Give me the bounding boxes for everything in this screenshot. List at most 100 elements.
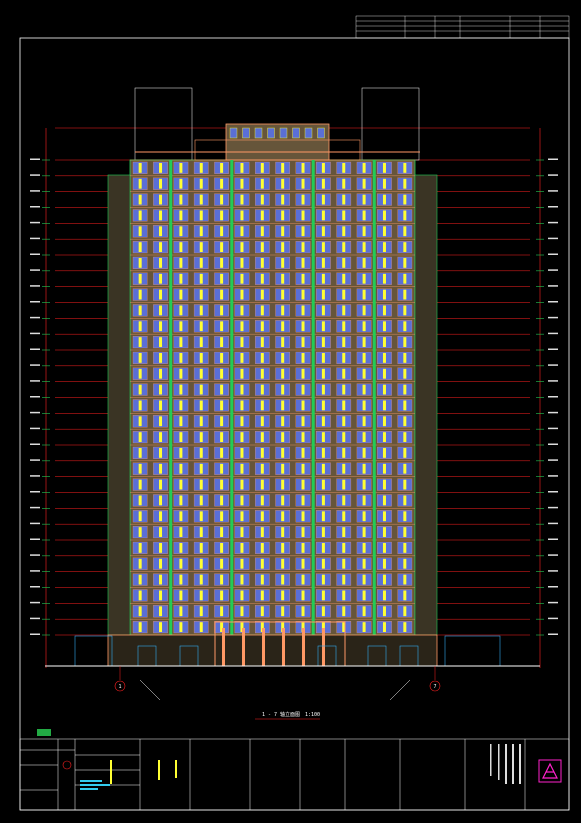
window-mullion: [301, 432, 305, 442]
window-mullion: [240, 479, 244, 490]
window-mullion: [342, 511, 346, 522]
window-mullion: [301, 368, 305, 379]
window-mullion: [321, 368, 325, 379]
window-mullion: [138, 543, 142, 553]
window-mullion: [382, 384, 386, 395]
window-mullion: [159, 448, 163, 458]
title-block-mark: [62, 760, 72, 770]
window-mullion: [321, 178, 325, 189]
window-mullion: [138, 273, 142, 284]
window-mullion: [403, 416, 407, 427]
window-mullion: [321, 432, 325, 442]
window-mullion: [281, 353, 285, 363]
level-label-right: [548, 269, 558, 271]
window-mullion: [382, 368, 386, 379]
window-mullion: [138, 258, 142, 268]
window-mullion: [342, 416, 346, 427]
level-label-right: [548, 601, 558, 604]
window-mullion: [382, 194, 386, 205]
window-mullion: [260, 463, 264, 474]
window-mullion: [159, 384, 163, 395]
window-mullion: [220, 416, 224, 427]
window-mullion: [403, 194, 407, 205]
window-mullion: [220, 463, 224, 474]
window-mullion: [159, 305, 163, 316]
level-label-left: [30, 538, 40, 540]
window-mullion: [301, 337, 305, 347]
window-mullion: [403, 305, 407, 316]
level-label-left: [30, 285, 40, 287]
window-mullion: [342, 574, 346, 585]
window-mullion: [240, 574, 244, 585]
window-mullion: [159, 210, 163, 221]
window-mullion: [260, 622, 264, 632]
window-mullion: [321, 353, 325, 363]
window-mullion: [342, 194, 346, 205]
logo-side-text: [490, 744, 521, 784]
window-mullion: [382, 511, 386, 522]
window-mullion: [179, 590, 183, 601]
window-mullion: [281, 527, 285, 537]
window-mullion: [240, 163, 244, 173]
window-mullion: [281, 178, 285, 189]
entrance-column: [322, 628, 325, 666]
window-mullion: [362, 368, 366, 379]
window-mullion: [281, 305, 285, 316]
window-mullion: [321, 226, 325, 237]
window-mullion: [260, 400, 264, 411]
title-block-yellow-notes: [110, 760, 177, 784]
window-mullion: [362, 543, 366, 553]
window-mullion: [342, 226, 346, 237]
level-label-left: [30, 301, 40, 303]
window-mullion: [342, 463, 346, 474]
window-mullion: [382, 416, 386, 427]
level-label-right: [548, 459, 558, 461]
window-mullion: [240, 337, 244, 347]
window-mullion: [220, 194, 224, 205]
window-mullion: [199, 337, 203, 347]
window-mullion: [138, 368, 142, 379]
window-mullion: [220, 384, 224, 395]
window-mullion: [260, 194, 264, 205]
window-mullion: [321, 273, 325, 284]
window-mullion: [301, 416, 305, 427]
window-mullion: [301, 305, 305, 316]
level-label-right: [548, 253, 558, 255]
window-mullion: [382, 353, 386, 363]
window-mullion: [240, 226, 244, 237]
axis-label: 7: [434, 684, 437, 690]
entrance-column: [262, 628, 265, 666]
window-mullion: [301, 289, 305, 300]
window-mullion: [179, 495, 183, 506]
window-mullion: [281, 163, 285, 173]
window-mullion: [199, 574, 203, 585]
window-mullion: [138, 574, 142, 585]
entrance-column: [242, 628, 245, 666]
window-mullion: [220, 558, 224, 569]
window-mullion: [199, 543, 203, 553]
window-mullion: [362, 527, 366, 537]
window-mullion: [403, 558, 407, 569]
window-mullion: [199, 448, 203, 458]
window-mullion: [159, 178, 163, 189]
level-label-left: [30, 601, 40, 604]
window-mullion: [281, 321, 285, 332]
window-mullion: [179, 289, 183, 300]
window-mullion: [199, 353, 203, 363]
window-mullion: [159, 511, 163, 522]
window-mullion: [220, 543, 224, 553]
level-label-right: [548, 301, 558, 303]
window-mullion: [159, 622, 163, 632]
window-mullion: [260, 226, 264, 237]
level-label-right: [548, 237, 558, 240]
window-mullion: [281, 606, 285, 617]
axis-bubble: [429, 680, 441, 692]
window-mullion: [281, 400, 285, 411]
view-caption: 1 - 7 轴立面图 1:100: [255, 711, 320, 720]
window-mullion: [260, 210, 264, 221]
window-mullion: [199, 273, 203, 284]
window-mullion: [220, 495, 224, 506]
window-mullion: [138, 511, 142, 522]
window-mullion: [301, 226, 305, 237]
